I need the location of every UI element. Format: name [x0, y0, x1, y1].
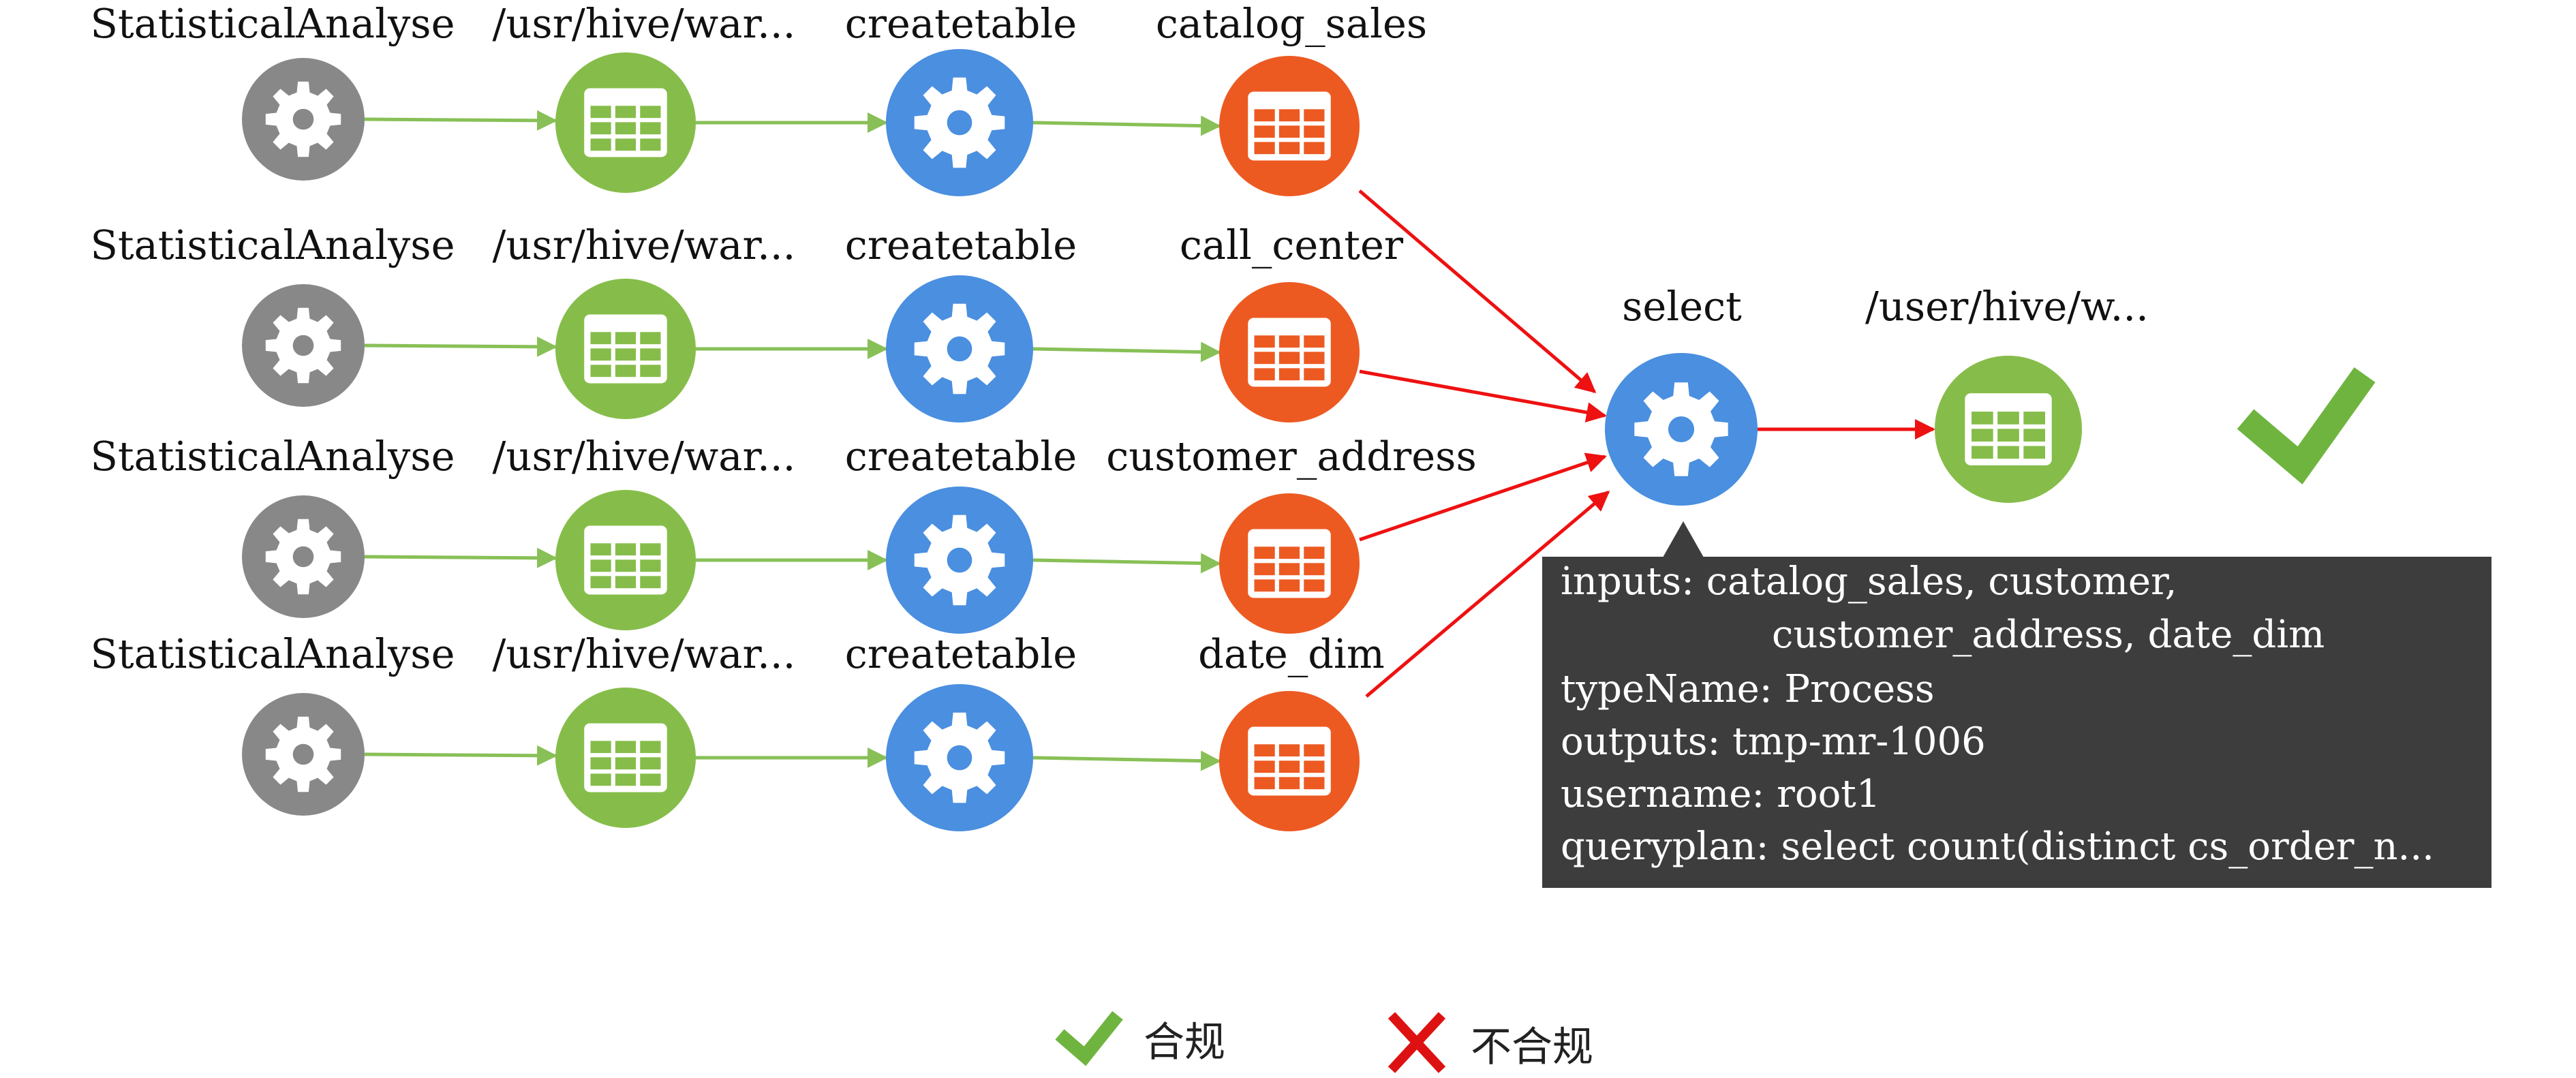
gear-icon [914, 712, 1005, 803]
edge-process-table-3 [1032, 553, 1221, 574]
edges-layer [364, 110, 1935, 771]
process-node-4-label: createtable [845, 630, 1077, 677]
table-icon [584, 525, 667, 595]
tooltip-box [1542, 557, 2491, 888]
select-node-label: select [1622, 283, 1742, 330]
process-node-3[interactable]: createtable [845, 433, 1077, 634]
source-node-1[interactable]: StatisticalAnalyse [90, 0, 455, 181]
tooltip-line-queryplan: queryplan: select count(distinct cs_orde… [1561, 825, 2434, 869]
edge-source-path-3 [364, 547, 557, 568]
path-node-4-label: /usr/hive/war... [493, 630, 796, 677]
path-node-3[interactable]: /usr/hive/war... [493, 433, 796, 630]
process-node-1[interactable]: createtable [845, 0, 1077, 196]
output-node[interactable]: /user/hive/w... [1865, 283, 2149, 503]
path-node-3-label: /usr/hive/war... [493, 433, 796, 480]
table-node-2[interactable]: call_center [1180, 221, 1404, 422]
path-node-2-label: /usr/hive/war... [493, 221, 796, 268]
node-tooltip: inputs: catalog_sales, customer, custome… [1542, 521, 2491, 888]
table-icon [584, 723, 667, 792]
table-node-4-label: date_dim [1198, 630, 1385, 677]
edge-table-select-3 [1359, 452, 1607, 542]
legend-cross-icon [1387, 1012, 1446, 1073]
output-node-label: /user/hive/w... [1865, 283, 2149, 330]
gear-icon [265, 519, 341, 595]
gear-icon [914, 77, 1005, 168]
table-icon [584, 314, 667, 384]
tooltip-line-typename: typeName: Process [1561, 667, 1935, 711]
edge-source-path-1 [364, 110, 557, 131]
status-check-icon [2237, 367, 2376, 484]
legend: 合规 不合规 [1055, 1011, 1593, 1073]
table-node-3-label: customer_address [1106, 433, 1477, 480]
table-icon [1248, 318, 1331, 387]
process-node-4[interactable]: createtable [845, 630, 1077, 831]
process-node-3-label: createtable [845, 433, 1077, 480]
table-node-1-label: catalog_sales [1156, 0, 1427, 47]
path-node-2[interactable]: /usr/hive/war... [493, 221, 796, 419]
table-icon [584, 88, 667, 157]
source-node-4-label: StatisticalAnalyse [90, 630, 455, 677]
source-node-4[interactable]: StatisticalAnalyse [90, 630, 455, 816]
process-node-1-label: createtable [845, 0, 1077, 47]
table-icon [1965, 393, 2052, 465]
edge-table-select-4 [1365, 491, 1610, 698]
table-node-2-label: call_center [1180, 221, 1404, 268]
table-node-1[interactable]: catalog_sales [1156, 0, 1427, 196]
edge-process-table-4 [1032, 750, 1221, 771]
edge-process-table-2 [1032, 341, 1221, 363]
gear-icon [914, 303, 1005, 395]
tooltip-pointer [1663, 521, 1704, 557]
source-node-1-label: StatisticalAnalyse [90, 0, 455, 47]
edge-table-select-2 [1359, 369, 1607, 422]
process-node-2[interactable]: createtable [845, 221, 1077, 422]
gear-icon [265, 81, 341, 157]
edge-process-table-1 [1032, 115, 1221, 136]
source-node-2[interactable]: StatisticalAnalyse [90, 221, 455, 407]
edge-table-select-1 [1358, 189, 1597, 393]
table-node-3[interactable]: customer_address [1106, 433, 1477, 634]
source-node-3-label: StatisticalAnalyse [90, 433, 455, 480]
gear-icon [1634, 382, 1728, 476]
source-node-2-label: StatisticalAnalyse [90, 221, 455, 268]
legend-noncompliant-label: 不合规 [1471, 1023, 1593, 1071]
legend-check-icon [1055, 1011, 1123, 1066]
table-icon [1248, 91, 1331, 161]
gear-icon [914, 514, 1005, 606]
edge-source-path-2 [364, 336, 557, 357]
legend-compliant-label: 合规 [1144, 1019, 1225, 1066]
table-icon [1248, 726, 1331, 796]
edge-source-path-4 [364, 745, 557, 766]
path-node-1[interactable]: /usr/hive/war... [493, 0, 796, 193]
table-node-4[interactable]: date_dim [1198, 630, 1385, 831]
tooltip-line-inputs-cont: customer_address, date_dim [1772, 613, 2325, 657]
select-node[interactable]: select [1605, 283, 1758, 506]
gear-icon [265, 307, 341, 384]
table-icon [1248, 529, 1331, 598]
nodes-layer: StatisticalAnalyse/usr/hive/war... create… [90, 0, 2149, 831]
gear-icon [265, 716, 341, 792]
source-node-3[interactable]: StatisticalAnalyse [90, 433, 455, 618]
tooltip-line-outputs: outputs: tmp-mr-1006 [1561, 720, 1986, 764]
path-node-4[interactable]: /usr/hive/war... [493, 630, 796, 828]
path-node-1-label: /usr/hive/war... [493, 0, 796, 47]
tooltip-line-inputs: inputs: catalog_sales, customer, [1561, 559, 2177, 604]
process-node-2-label: createtable [845, 221, 1077, 268]
tooltip-line-username: username: root1 [1561, 772, 1880, 816]
